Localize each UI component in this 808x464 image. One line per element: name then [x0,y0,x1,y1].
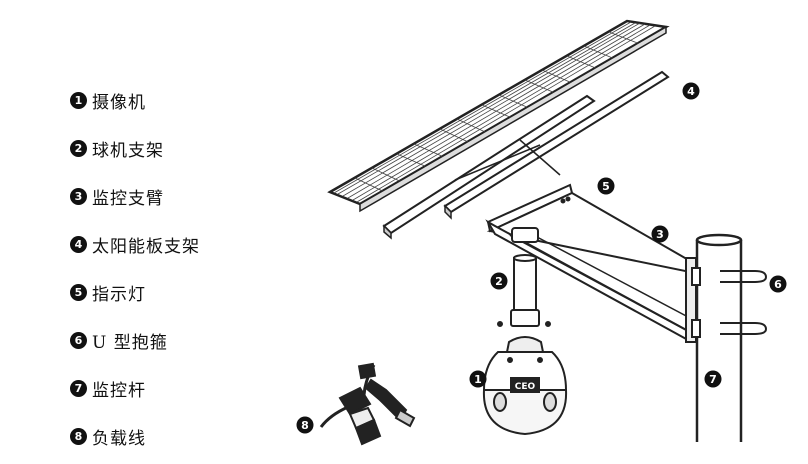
callout-marker: 2 [490,272,508,290]
callout-number: 8 [301,419,309,432]
monitor-arm [485,183,697,343]
callout-marker: 8 [296,416,314,434]
legend-item-indicator: 5 指示灯 [70,268,200,316]
callout-marker: 3 [651,225,669,243]
dome-bracket [497,227,551,327]
callout-number: 7 [709,373,717,386]
callout-number: 6 [774,278,782,291]
callout-number: 1 [474,373,482,386]
legend-list: 1 摄像机 2 球机支架 3 监控支臂 4 太阳能板支架 5 指示灯 6 U 型抱箍 7 监控… [70,76,200,460]
legend-item-camera: 1 摄像机 [70,76,200,124]
legend-item-monitor-arm: 3 监控支臂 [70,172,200,220]
camera-body: CEO [482,336,568,436]
legend-label: 指示灯 [92,284,146,305]
callout-number: 2 [495,275,503,288]
callout-marker: 6 [769,275,787,293]
legend-number: 3 [70,187,87,205]
legend-label: 监控杆 [92,380,146,401]
legend-label: 球机支架 [92,140,164,161]
legend-number: 5 [70,283,87,301]
callout-marker: 1 [469,370,487,388]
legend-label: 负载线 [92,428,146,449]
legend-label: 摄像机 [92,92,146,113]
load-cable [319,362,416,446]
callout-number: 5 [602,180,610,193]
callout-markers: 1 2 3 4 5 6 7 8 [296,82,787,434]
legend-number: 8 [70,427,87,445]
legend-item-solar-bracket: 4 太阳能板支架 [70,220,200,268]
legend-number: 7 [70,379,87,397]
callout-number: 3 [656,228,664,241]
u-clamp [691,267,768,338]
legend-number: 2 [70,139,87,157]
legend-number: 4 [70,235,87,253]
callout-marker: 4 [682,82,700,100]
legend-number: 1 [70,91,87,109]
legend-item-pole: 7 监控杆 [70,364,200,412]
solar-panel [327,19,670,213]
legend-label: U 型抱箍 [92,332,168,353]
legend-item-load-cable: 8 负载线 [70,412,200,460]
legend-label: 太阳能板支架 [92,236,200,257]
legend-item-u-clamp: 6 U 型抱箍 [70,316,200,364]
monitor-pole [695,233,743,442]
callout-number: 4 [687,85,695,98]
callout-marker: 7 [704,370,722,388]
legend-label: 监控支臂 [92,188,164,209]
solar-bracket [382,70,670,240]
legend-number: 6 [70,331,87,349]
callout-marker: 5 [597,177,615,195]
legend-item-dome-bracket: 2 球机支架 [70,124,200,172]
camera-label: CEO [515,382,536,392]
